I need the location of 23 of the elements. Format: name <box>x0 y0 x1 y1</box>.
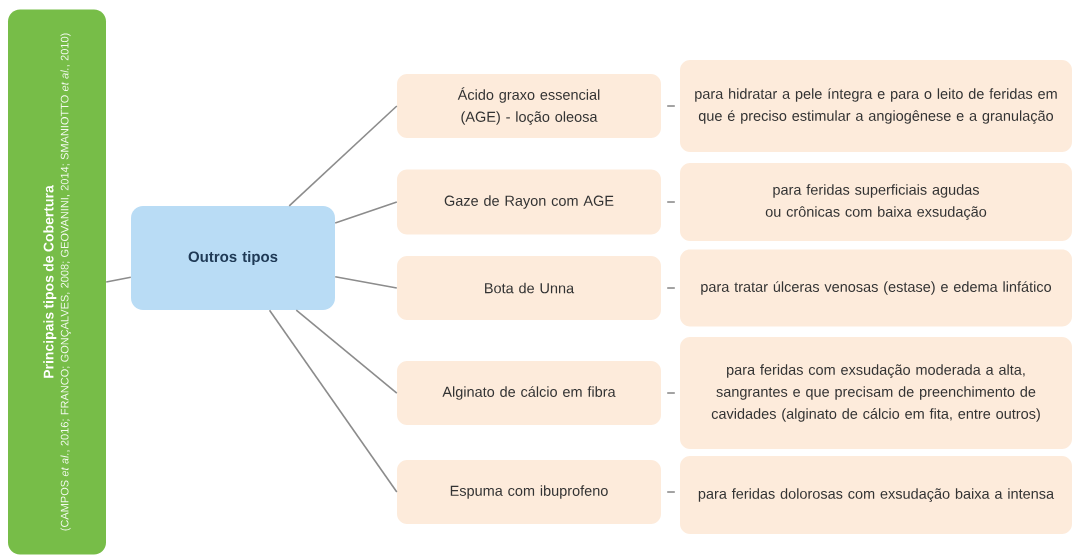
title-box: Principais tipos de Cobertura (CAMPOS et al., 2016; FRANCO; GONÇALVES, 2008; GEOVANINI, 2014; SMANIOTTO et al., 2010) <box>8 9 106 555</box>
description-box: para hidratar a pele íntegra e para o leito de feridas em que é preciso estimular a angiogênese e a granulação <box>680 60 1072 152</box>
connector-line <box>334 275 398 289</box>
connector-line <box>105 276 132 283</box>
connector-line <box>666 392 676 394</box>
category-box: Outros tipos <box>131 206 335 310</box>
type-box: Gaze de Rayon com AGE <box>397 169 661 235</box>
type-box: Bota de Unna <box>397 256 661 320</box>
connector-line <box>295 309 398 394</box>
connector-line <box>666 105 676 107</box>
description-box: para tratar úlceras venosas (estase) e edema linfático <box>680 249 1072 327</box>
description-box: para feridas superficiais agudas ou crônicas com baixa exsudação <box>680 163 1072 241</box>
type-box: Alginato de cálcio em fibra <box>397 361 661 425</box>
connector-line <box>268 309 398 493</box>
connector-line <box>666 287 676 289</box>
type-box: Espuma com ibuprofeno <box>397 460 661 524</box>
connector-line <box>334 201 398 224</box>
description-box: para feridas dolorosas com exsudação baixa a intensa <box>680 456 1072 534</box>
description-box: para feridas com exsudação moderada a alta, sangrantes e que precisam de preenchimento de cavidades (alginato de cálcio em fita, entre outros) <box>680 337 1072 449</box>
connector-line <box>666 491 676 493</box>
type-box: Ácido graxo essencial (AGE) - loção oleosa <box>397 74 661 138</box>
connector-line <box>288 105 398 207</box>
connector-line <box>666 201 676 203</box>
